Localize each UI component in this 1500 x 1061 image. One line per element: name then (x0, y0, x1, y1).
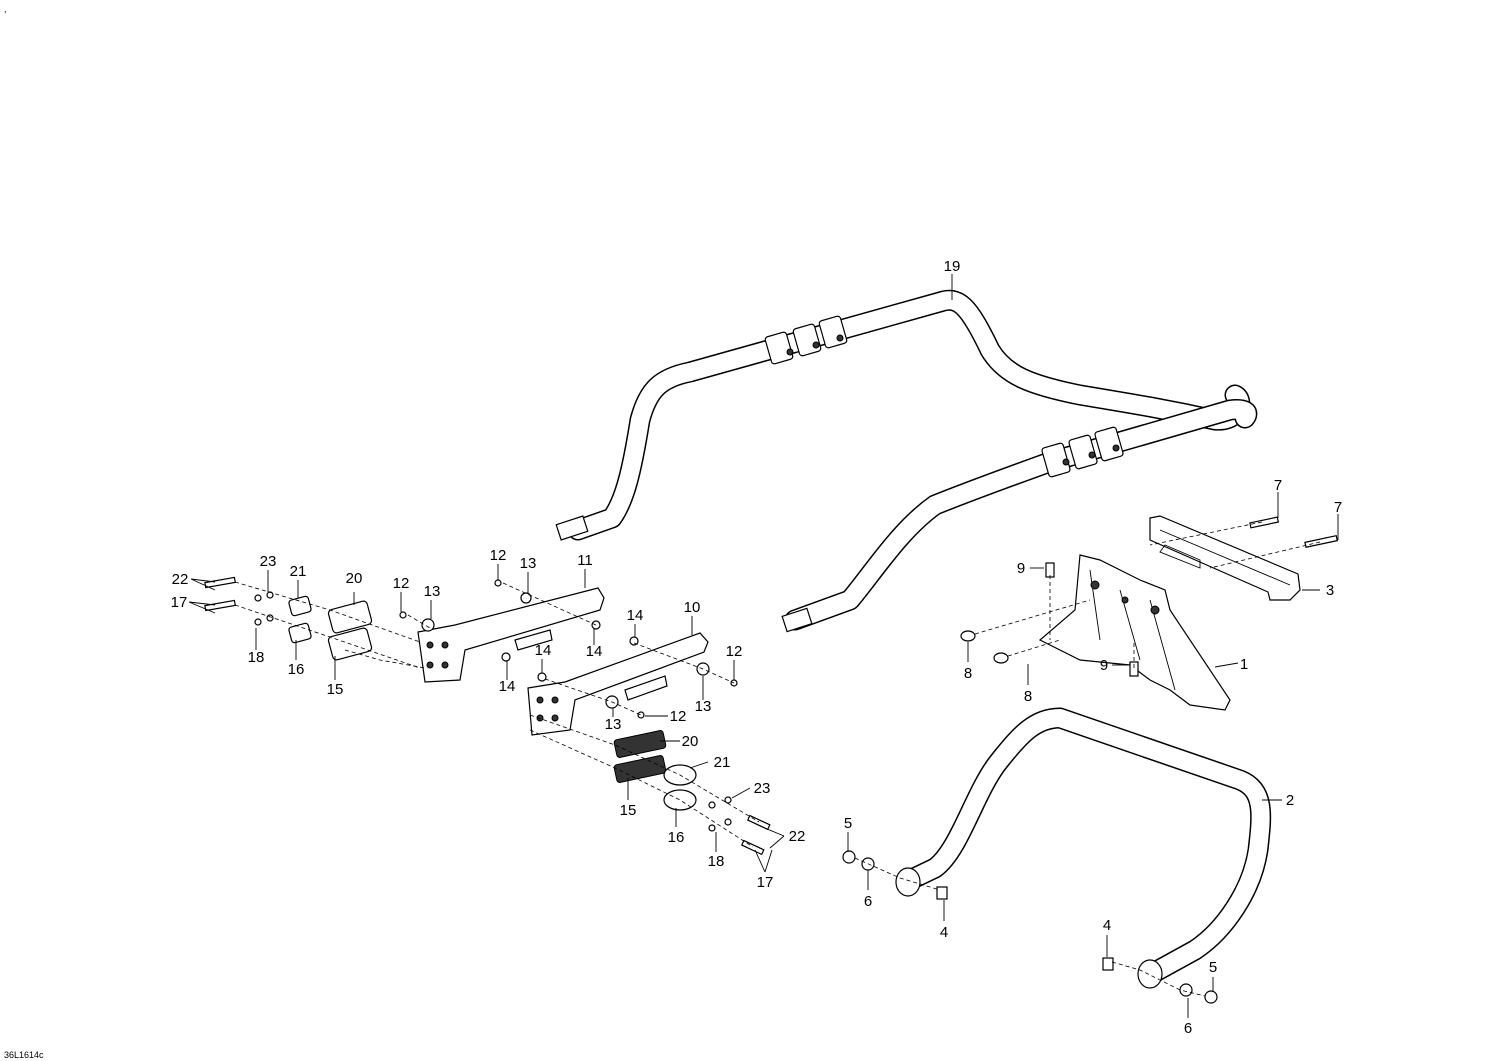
callout-19: 19 (944, 258, 961, 275)
callout-14c: 14 (499, 678, 516, 695)
callout-6a: 6 (864, 893, 872, 910)
callout-13a: 13 (520, 555, 537, 572)
callout-13c: 13 (695, 698, 712, 715)
callout-14d: 14 (535, 642, 552, 659)
callout-9b: 9 (1100, 657, 1108, 674)
callout-9a: 9 (1017, 560, 1025, 577)
corner-mark: , (4, 4, 7, 14)
assembly-lines (234, 521, 1321, 997)
callout-8a: 8 (964, 665, 972, 682)
callout-5b: 5 (1209, 959, 1217, 976)
left-clamp-stack (204, 576, 373, 661)
callout-12d: 12 (670, 708, 687, 725)
callout-7b: 7 (1334, 499, 1342, 516)
callout-23a: 23 (260, 553, 277, 570)
callout-20b: 20 (682, 733, 699, 750)
callout-13d: 13 (605, 716, 622, 733)
drawing-code: 36L1614c (4, 1050, 44, 1060)
bracket-1 (1038, 554, 1231, 711)
callout-13b: 13 (424, 583, 441, 600)
callout-16a: 16 (288, 661, 305, 678)
callout-3: 3 (1326, 582, 1334, 599)
callout-18b: 18 (708, 853, 725, 870)
hardware (399, 516, 1338, 1004)
callout-21a: 21 (290, 563, 307, 580)
callout-2: 2 (1286, 792, 1294, 809)
callout-14a: 14 (627, 607, 644, 624)
callout-8b: 8 (1024, 688, 1032, 705)
callout-4b: 4 (1103, 917, 1111, 934)
callout-15b: 15 (620, 802, 637, 819)
callout-22a: 22 (172, 571, 189, 588)
callout-17b: 17 (757, 874, 774, 891)
callout-4a: 4 (940, 924, 948, 941)
clamp-upper (764, 315, 848, 365)
callout-12b: 12 (393, 575, 410, 592)
callout-18a: 18 (248, 649, 265, 666)
clamp-lower (1041, 426, 1124, 478)
callout-16b: 16 (668, 829, 685, 846)
callout-5a: 5 (844, 815, 852, 832)
callout-7a: 7 (1274, 477, 1282, 494)
callouts: 19 7 7 3 9 9 8 8 1 2 5 5 6 6 4 4 11 10 1… (171, 258, 1343, 1037)
callout-15a: 15 (327, 681, 344, 698)
callout-1: 1 (1240, 656, 1248, 673)
callout-17a: 17 (171, 594, 188, 611)
brace-11 (417, 587, 605, 683)
callout-11: 11 (577, 552, 593, 569)
callout-21b: 21 (714, 754, 731, 771)
callout-10: 10 (684, 599, 701, 616)
callout-14b: 14 (586, 643, 603, 660)
loop-bar-2 (895, 707, 1272, 989)
rail-3 (1149, 515, 1301, 601)
callout-23b: 23 (754, 780, 771, 797)
brace-10 (527, 632, 709, 736)
callout-20a: 20 (346, 570, 363, 587)
tube-frame-19 (555, 289, 1258, 633)
callout-12c: 12 (726, 643, 743, 660)
callout-6b: 6 (1184, 1020, 1192, 1037)
callout-22b: 22 (789, 828, 806, 845)
leader-lines (188, 274, 1339, 1018)
callout-12a: 12 (490, 547, 507, 564)
